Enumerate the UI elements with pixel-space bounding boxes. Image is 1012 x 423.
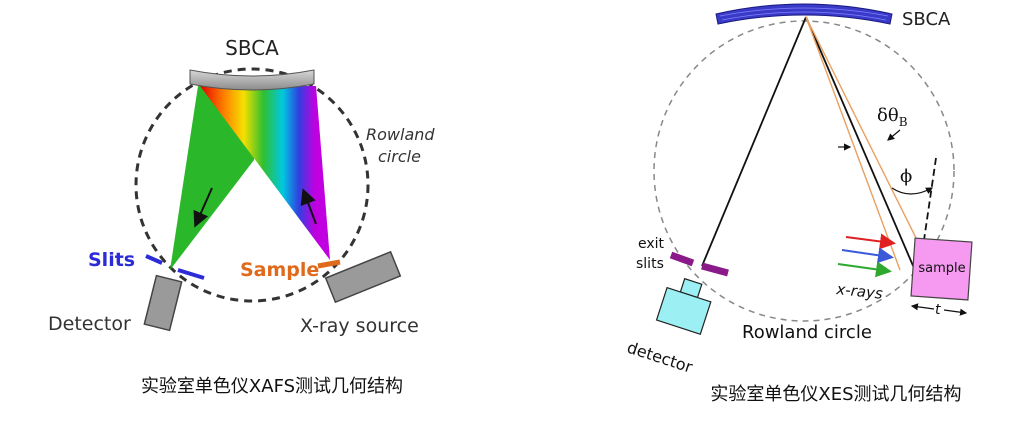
xray-source-box: [324, 250, 402, 304]
t-dimension-line: [910, 303, 935, 311]
sbca-label-left: SBCA: [225, 36, 279, 60]
xray-arrow-blue: [841, 247, 894, 264]
sample-left: [317, 259, 341, 269]
detector-box-left: [143, 274, 183, 332]
sample-label-left: Sample: [240, 259, 319, 281]
sbca-crystal-right: [715, 3, 893, 25]
rowland-label-left-2: circle: [378, 147, 421, 166]
exit-slits-label-2: slits: [636, 256, 664, 272]
xray-arrow-green: [837, 261, 892, 278]
caption-right: 实验室单色仪XES测试几何结构: [710, 384, 961, 405]
slit-left-a: [145, 254, 163, 265]
sample-normal-dashed: [923, 157, 937, 241]
delta-theta-arrow-right: [887, 129, 901, 141]
t-dimension-line-2: [943, 308, 968, 316]
phi-label: ϕ: [900, 166, 912, 187]
beam-to-slit: [701, 16, 807, 267]
xes-diagram: SBCA δθB ϕ exit slits detector sample t: [625, 3, 973, 405]
slits-label: Slits: [88, 249, 135, 271]
rowland-label-left-1: Rowland: [366, 125, 435, 144]
rainbow-fan: [200, 86, 330, 260]
rowland-label-right: Rowland circle: [742, 322, 872, 343]
beam-orange-2: [805, 16, 929, 263]
sbca-crystal-right-lines: [719, 7, 889, 21]
exit-slit-b: [701, 262, 729, 277]
beam-orange-1: [805, 16, 901, 271]
caption-left: 实验室单色仪XAFS测试几何结构: [141, 376, 403, 397]
xrays-label: x-rays: [835, 280, 884, 303]
rowland-circle-left: [134, 67, 370, 303]
xray-source-label: X-ray source: [300, 315, 419, 337]
sample-label-right: sample: [918, 261, 965, 276]
green-beam: [170, 86, 254, 270]
sbca-label-right: SBCA: [902, 9, 951, 30]
beam-arrow-down: [193, 187, 213, 228]
beam-arrow-up: [300, 188, 317, 225]
phi-arc: [891, 187, 934, 195]
delta-theta-label: δθB: [877, 105, 908, 129]
xafs-diagram: SBCA Rowland circle Slits Detector Sampl…: [48, 36, 435, 397]
slit-left-b: [177, 268, 205, 280]
t-label: t: [935, 302, 941, 318]
xray-arrow-red: [845, 233, 896, 250]
exit-slit-a: [669, 251, 695, 267]
detector-right: [655, 277, 712, 335]
detector-label-right: detector: [625, 338, 696, 377]
beam-center-sample: [805, 16, 915, 269]
detector-label-left: Detector: [48, 313, 131, 335]
sbca-crystal-left: [189, 69, 315, 91]
sample-box-right: [910, 237, 973, 301]
exit-slits-label-1: exit: [638, 236, 665, 252]
